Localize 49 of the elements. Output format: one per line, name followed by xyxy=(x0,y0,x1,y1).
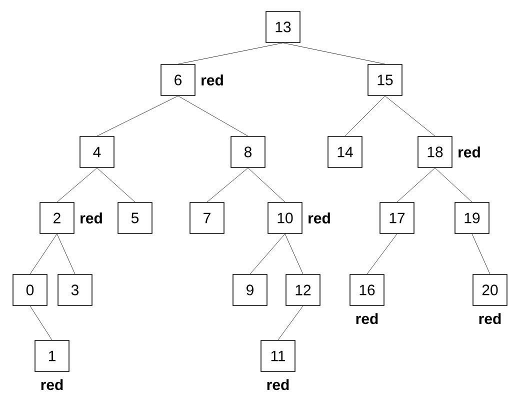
color-label: red xyxy=(202,74,223,86)
number-box: 15 xyxy=(368,64,402,96)
tree-edge xyxy=(56,168,98,202)
number-box: 13 xyxy=(266,11,300,43)
color-label: red xyxy=(479,313,501,324)
number-box: 3 xyxy=(58,274,92,306)
tree-edge xyxy=(206,168,248,202)
number-box: 1 xyxy=(34,340,70,372)
tree-edge xyxy=(248,168,286,202)
number-box: 9 xyxy=(232,274,268,306)
tree-edge xyxy=(366,234,398,274)
tree-edge xyxy=(30,234,58,274)
number-box: 18 xyxy=(418,136,452,168)
tree-edge xyxy=(56,234,76,274)
number-box: 6 xyxy=(160,64,196,96)
tree-edge xyxy=(472,234,490,274)
tree-edge xyxy=(282,42,386,64)
color-label: red xyxy=(458,146,480,158)
number-box: 2 xyxy=(40,202,74,234)
number-box: 12 xyxy=(286,274,320,306)
tree-edge xyxy=(96,96,178,136)
number-box: 10 xyxy=(268,202,302,234)
tree-edge xyxy=(96,168,136,202)
number-box: 5 xyxy=(118,202,152,234)
number-box: 14 xyxy=(328,136,362,168)
tree-edge xyxy=(278,306,304,340)
tree-edge xyxy=(30,306,52,340)
color-label: red xyxy=(267,379,289,390)
number-box: 16 xyxy=(350,274,384,306)
number-box: 7 xyxy=(190,202,224,234)
number-box: 19 xyxy=(454,202,490,234)
color-label: red xyxy=(80,212,102,224)
tree-edge xyxy=(434,168,472,202)
number-box: 4 xyxy=(80,136,114,168)
number-box: 11 xyxy=(260,340,296,372)
color-label: red xyxy=(356,313,378,324)
tree-edge xyxy=(344,96,386,136)
color-label: red xyxy=(41,379,63,390)
number-box: 20 xyxy=(472,274,508,306)
tree-edge xyxy=(284,234,304,274)
tree-edge xyxy=(178,42,284,64)
tree-edge xyxy=(178,96,248,136)
tree-edge xyxy=(250,234,286,274)
number-box: 0 xyxy=(12,274,48,306)
tree-edge xyxy=(396,168,436,202)
tree-edge xyxy=(384,96,436,136)
color-label: red xyxy=(308,212,330,224)
number-box: 8 xyxy=(230,136,266,168)
number-box: 17 xyxy=(380,202,414,234)
